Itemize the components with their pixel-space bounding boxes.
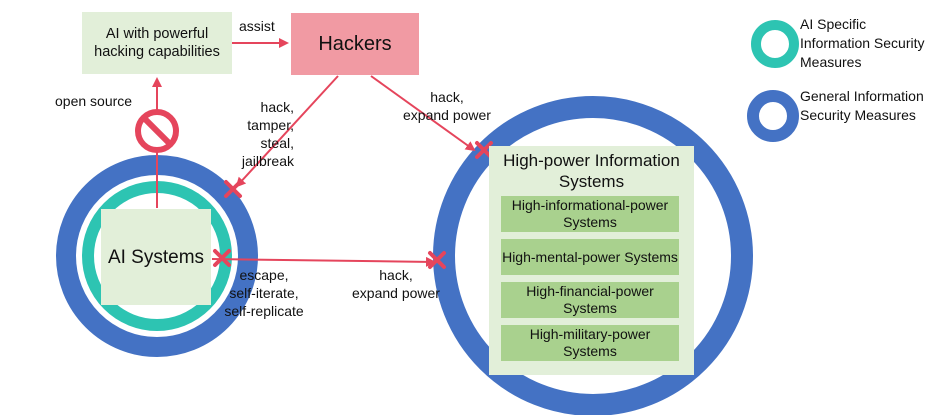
escape-label-line: self-iterate, (229, 285, 299, 301)
ai-systems-box: AI Systems (101, 209, 211, 305)
legend-specific-label: AI Specific Information Security Measure… (800, 16, 925, 70)
escape-label-line: escape, (239, 267, 289, 283)
hack-ai-label-line: steal, (260, 135, 294, 151)
high-power-systems-title: High-power Information Systems (503, 151, 680, 191)
hackers-to-high-power-arrow (370, 75, 476, 152)
hack-ai-label-line: jailbreak (241, 153, 294, 169)
powerful-hacking-ai-box: AI with powerful hacking capabilities (82, 12, 232, 74)
x-mark-icon (224, 180, 242, 198)
hack-high-power-label: hack, expand power (392, 88, 502, 124)
high-power-general-security-ring (433, 96, 753, 415)
hack-ai-label-line: tamper, (247, 117, 294, 133)
legend-general-label: General Information Security Measures (800, 88, 924, 123)
high-informational-power-box: High-informational-power Systems (501, 196, 679, 232)
hack-ai-label: hack, tamper, steal, jailbreak (228, 98, 294, 170)
no-entry-icon (135, 109, 179, 153)
ai-hack-high-power-label-line: expand power (352, 285, 440, 301)
ai-hack-high-power-label-line: hack, (379, 267, 413, 283)
x-mark-icon (475, 141, 493, 159)
legend-specific-ring-icon (751, 20, 799, 68)
hackers-to-ai-arrow (235, 75, 339, 188)
assist-label: assist (239, 18, 275, 34)
legend-general-ring-icon (747, 90, 799, 142)
high-financial-power-box: High-financial-power Systems (501, 282, 679, 318)
hack-ai-label-line: hack, (260, 99, 294, 115)
ai-to-high-power-arrow (211, 256, 436, 267)
high-military-power-box: High-military-power Systems (501, 325, 679, 361)
escape-label: escape, self-iterate, self-replicate (212, 266, 316, 320)
high-power-systems-panel: High-power Information Systems High-info… (489, 146, 694, 375)
ai-hack-high-power-label: hack, expand power (340, 266, 452, 302)
hackers-box: Hackers (291, 13, 419, 75)
x-mark-icon (428, 251, 446, 269)
hack-high-power-label-line: hack, (430, 89, 464, 105)
x-mark-icon (213, 249, 231, 267)
open-source-label: open source (55, 93, 133, 109)
hack-high-power-label-line: expand power (403, 107, 491, 123)
escape-label-line: self-replicate (224, 303, 304, 319)
high-mental-power-box: High-mental-power Systems (501, 239, 679, 275)
